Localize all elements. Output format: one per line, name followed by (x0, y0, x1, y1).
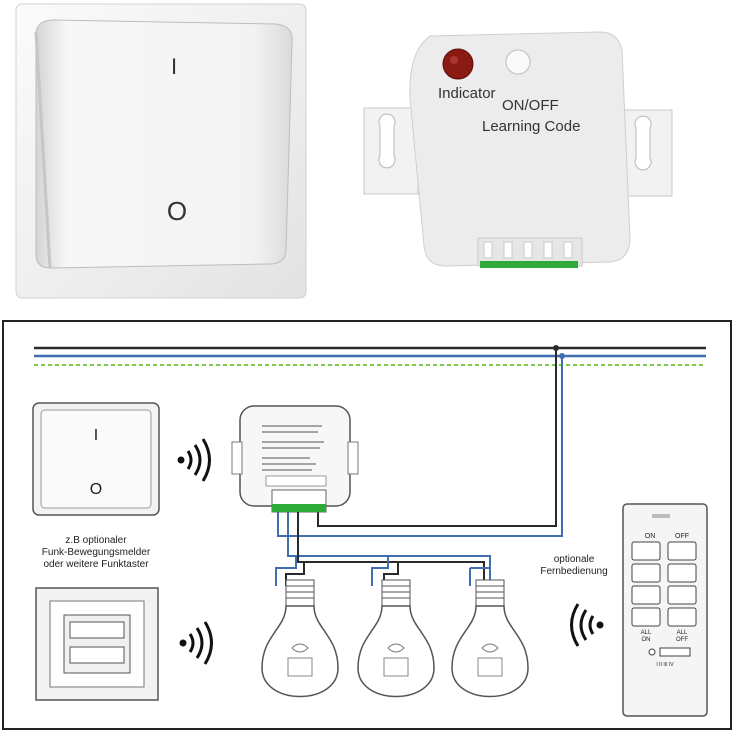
indicator-label: Indicator (438, 85, 496, 102)
motion-caption-line-3: oder weitere Funktaster (43, 559, 149, 570)
indicator-led (442, 48, 474, 80)
remote-button[interactable] (667, 563, 697, 583)
wall-switch-photo: I O (14, 2, 314, 302)
remote-caption-line-2: Fernbedienung (540, 566, 607, 577)
remote-button[interactable] (667, 607, 697, 627)
light-bulb-icon (357, 579, 435, 698)
wall-switch-off-mark: O (90, 481, 102, 498)
motion-sensor-icon (35, 587, 159, 701)
right-mounting-tab (617, 109, 673, 197)
remote-off-label: OFF (675, 533, 689, 540)
remote-code-selector[interactable] (659, 647, 691, 657)
radio-signal-icon (570, 603, 604, 647)
remote-all-on-label: ALL (641, 630, 652, 636)
receiver-photo: Indicator ON/OFF Learning Code (360, 28, 676, 278)
wall-switch-icon: I O (32, 402, 160, 516)
remote-all-off-label-2: OFF (676, 637, 688, 643)
remote-code-label: I II III IV (656, 662, 674, 668)
remote-button[interactable] (631, 607, 661, 627)
remote-control-icon: ON OFF ALL ON ALL OFF I II III IV (622, 503, 708, 717)
radio-signal-icon (179, 621, 213, 665)
switch-rocker (35, 19, 293, 269)
radio-signal-icon (177, 438, 211, 482)
remote-button[interactable] (667, 585, 697, 605)
motion-caption-line-2: Funk-Bewegungsmelder (42, 547, 151, 558)
left-mounting-tab (363, 107, 419, 195)
remote-all-off-label: ALL (677, 630, 688, 636)
wiring-diagram: I O z.B optionaler Funk-Bewegungsmelder … (0, 318, 736, 736)
learning-code-label: Learning Code (482, 118, 580, 135)
remote-button[interactable] (631, 585, 661, 605)
remote-led-icon (648, 648, 656, 656)
switch-off-mark: O (167, 196, 187, 226)
remote-all-on-label-2: ON (642, 637, 651, 643)
receiver-module-icon (231, 405, 359, 513)
onoff-label: ON/OFF (502, 97, 559, 114)
light-bulb-icon (261, 579, 339, 698)
remote-button[interactable] (631, 563, 661, 583)
remote-on-label: ON (645, 533, 656, 540)
switch-on-mark: I (171, 54, 177, 79)
wall-switch-on-mark: I (94, 427, 98, 444)
remote-caption-line-1: optionale (554, 554, 595, 565)
learning-code-button[interactable] (505, 49, 531, 75)
terminal-strip (477, 237, 583, 268)
remote-button[interactable] (667, 541, 697, 561)
remote-button[interactable] (631, 541, 661, 561)
light-bulb-icon (451, 579, 529, 698)
motion-caption-line-1: z.B optionaler (65, 535, 127, 546)
